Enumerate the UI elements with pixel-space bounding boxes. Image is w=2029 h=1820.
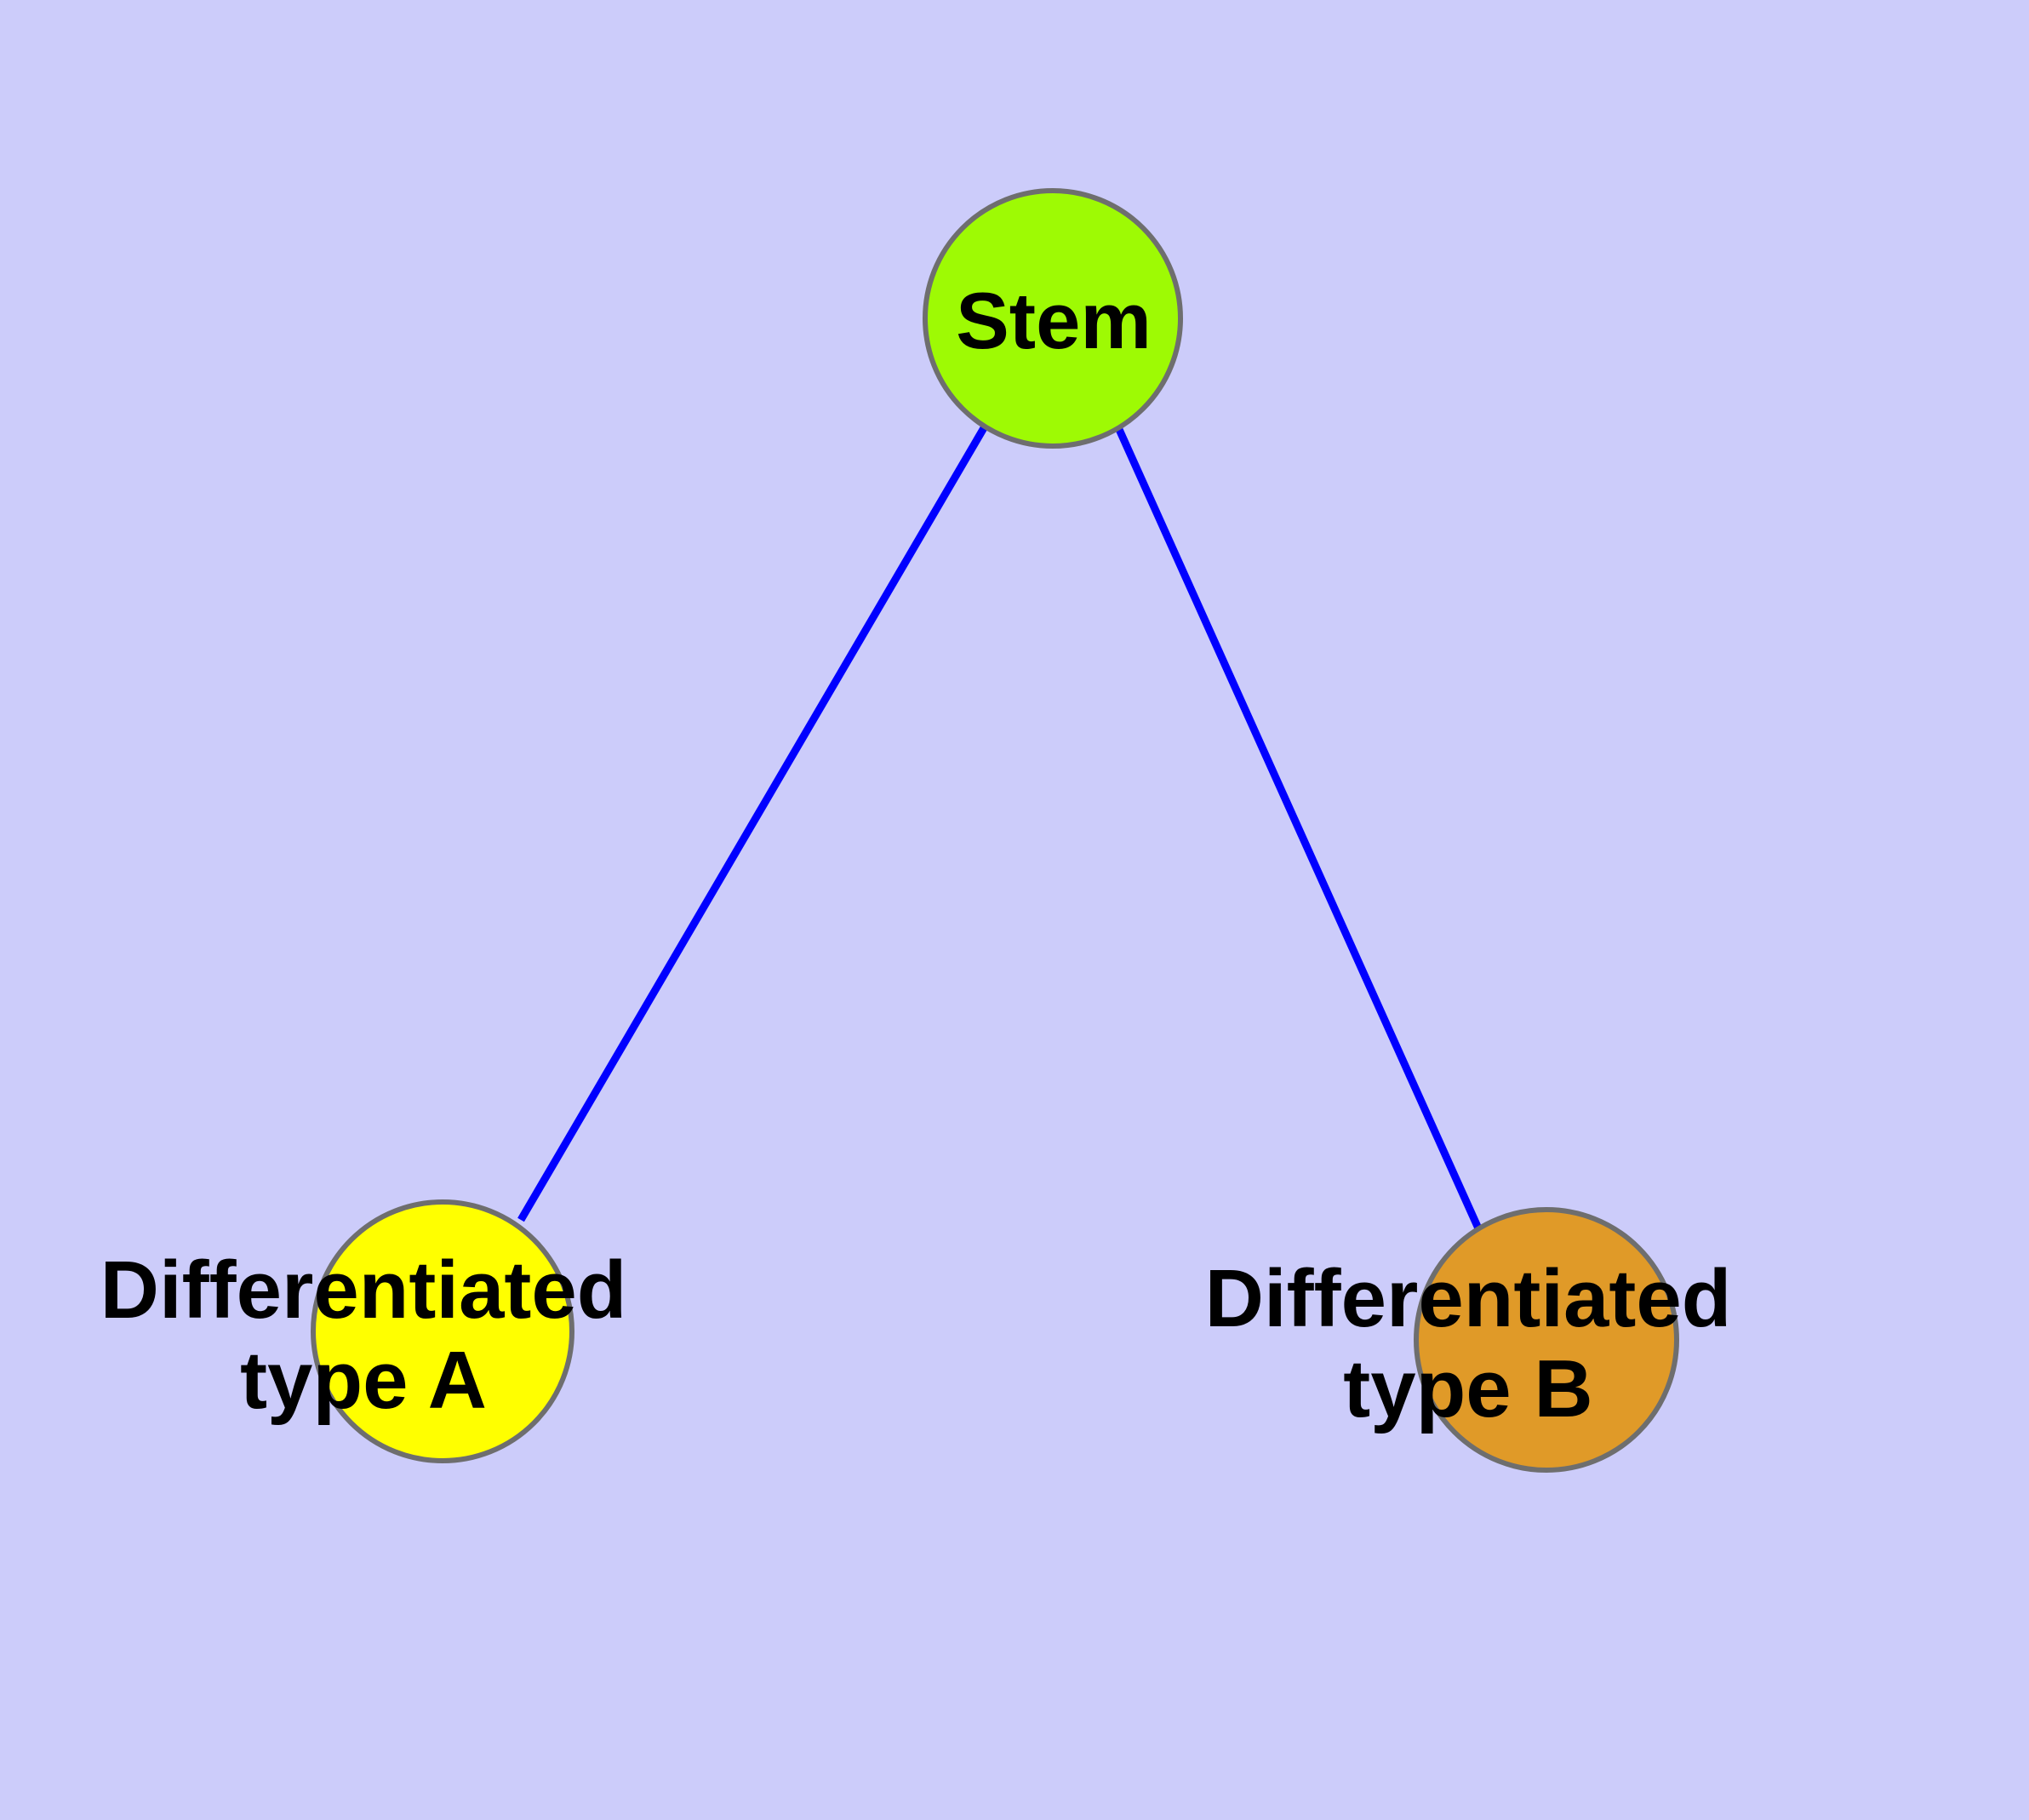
node-label-stem: Stem xyxy=(956,276,1152,365)
edges-layer xyxy=(517,424,1483,1230)
node-label-line2-diff-a: type A xyxy=(240,1335,487,1426)
node-label-line1-stem: Stem xyxy=(956,276,1152,365)
node-label-line1-diff-b: Differentiated xyxy=(1205,1253,1732,1344)
node-diff-b[interactable] xyxy=(1414,1207,1679,1473)
node-diff-a[interactable] xyxy=(311,1199,574,1463)
edge-stem-to-diff-b[interactable] xyxy=(1113,424,1483,1230)
nodes-layer xyxy=(311,188,1679,1473)
node-label-line1-diff-a: Differentiated xyxy=(100,1245,627,1336)
node-label-line2-diff-b: type B xyxy=(1343,1343,1592,1434)
node-stem[interactable] xyxy=(923,188,1183,449)
edge-stem-to-diff-a[interactable] xyxy=(517,424,988,1222)
